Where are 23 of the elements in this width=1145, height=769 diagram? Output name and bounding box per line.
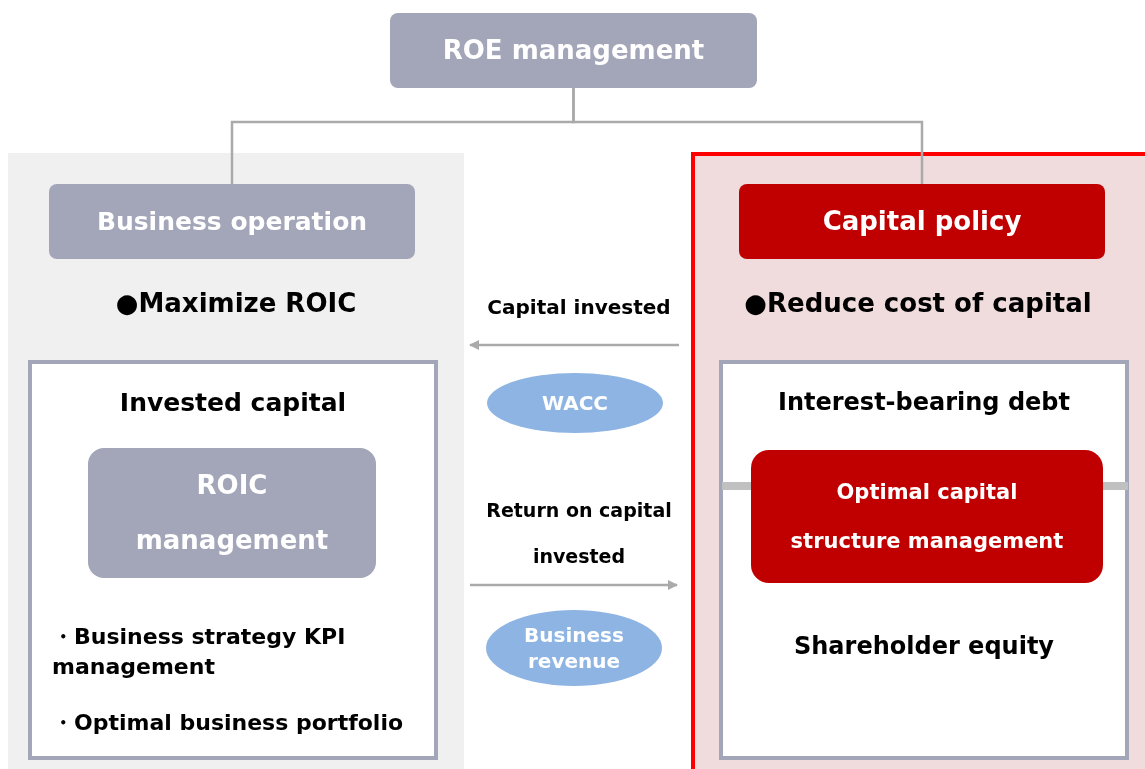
- process-box: Capital policy: [739, 184, 1105, 259]
- process-box: Business operation: [49, 184, 415, 259]
- process-box: ROE management: [390, 13, 757, 88]
- heading-text: ●Reduce cost of capital: [743, 288, 1093, 318]
- edge-label: Capital invested: [486, 294, 672, 320]
- text-label: ・Optimal business portfolio: [52, 709, 405, 737]
- text-label: Invested capital: [118, 387, 348, 419]
- process-box: ROIC management: [88, 448, 376, 578]
- text-label: Shareholder equity: [793, 631, 1055, 662]
- process-box: Optimal capital structure management: [751, 450, 1103, 583]
- ellipse-badge: Business revenue: [486, 610, 662, 686]
- connector-line: [572, 88, 924, 184]
- content-box: [719, 360, 1129, 760]
- ellipse-badge: WACC: [487, 373, 663, 433]
- panel-background: [8, 153, 464, 769]
- content-box: [28, 360, 438, 760]
- text-label: Interest-bearing debt: [776, 387, 1071, 418]
- arrow: [470, 580, 678, 590]
- text-label: ・Business strategy KPI management: [52, 623, 347, 681]
- arrow: [469, 340, 679, 350]
- panel-background: [691, 152, 1145, 769]
- heading-text: ●Maximize ROIC: [114, 288, 358, 318]
- edge-label: Return on capital invested: [485, 498, 673, 569]
